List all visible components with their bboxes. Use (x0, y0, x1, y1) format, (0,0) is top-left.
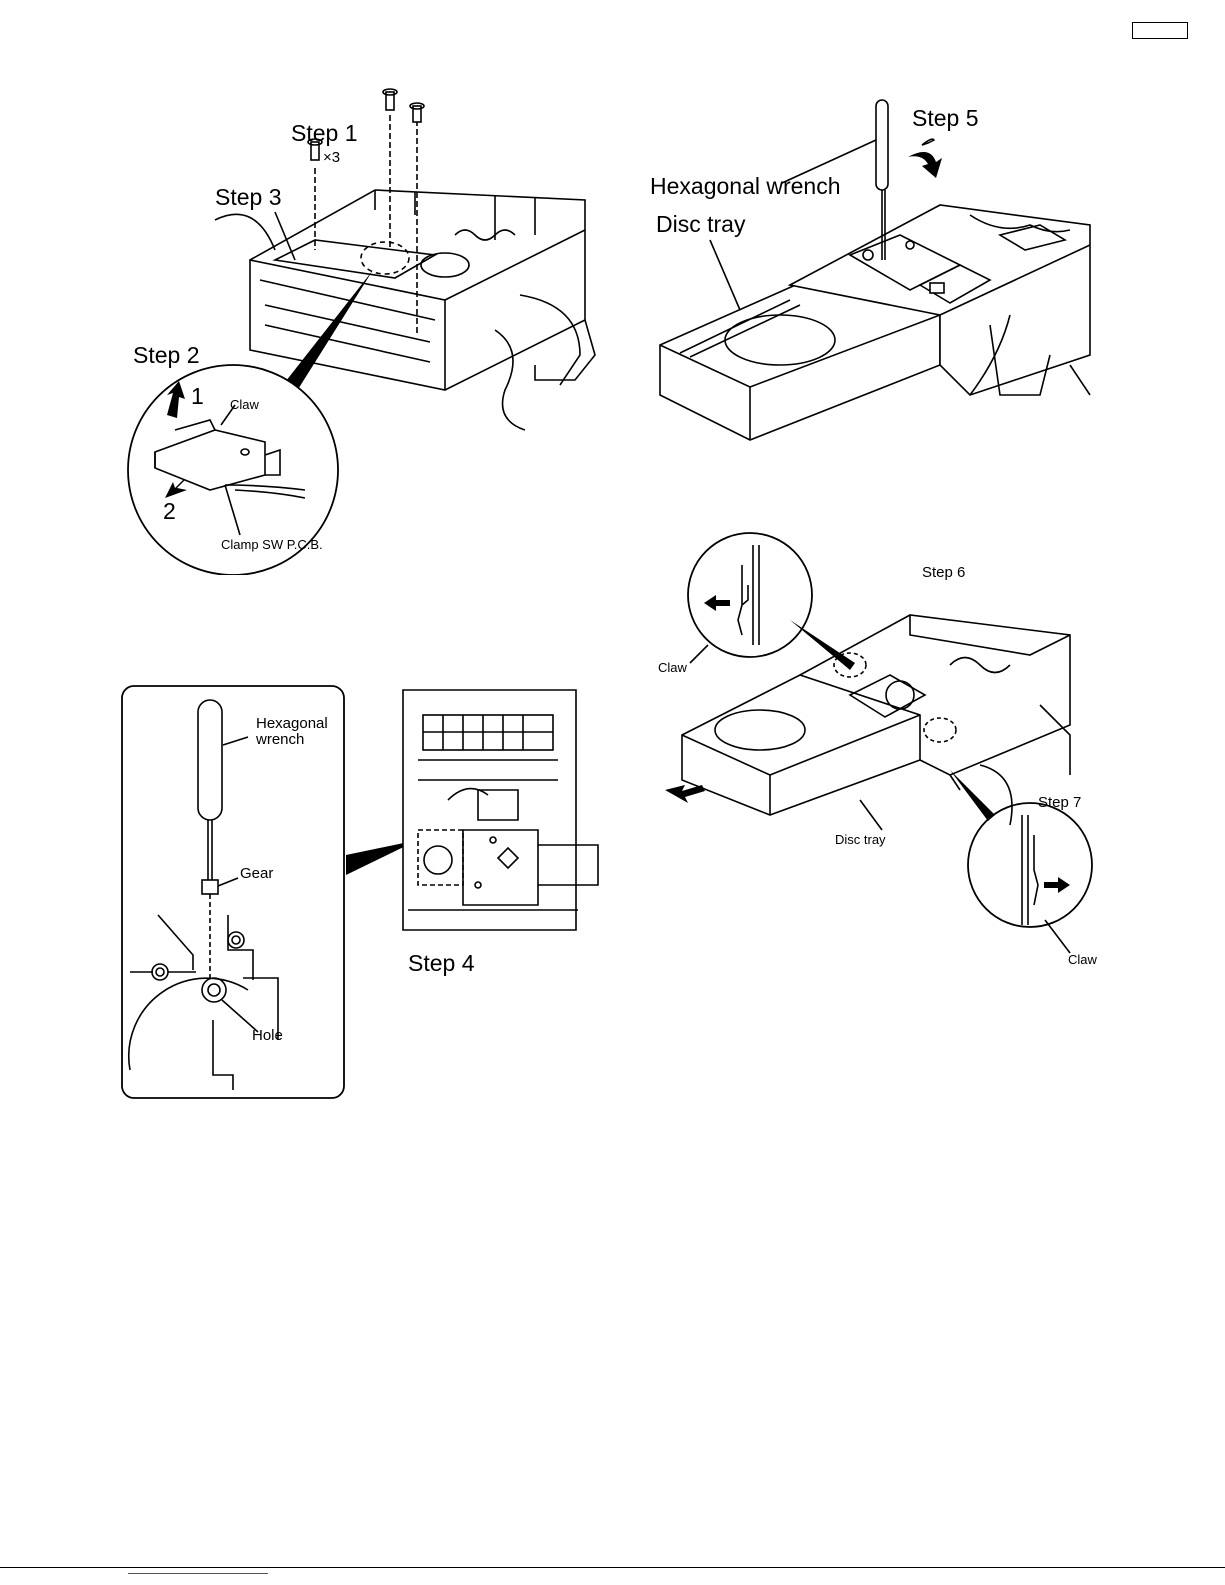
hex-wrench-line2-label: wrench (256, 732, 304, 747)
arrow-2-label: 2 (163, 500, 176, 523)
hex-wrench-line1-label: Hexagonal (256, 716, 328, 731)
mechanism-illustration-c (118, 680, 608, 1100)
claw-label: Claw (230, 398, 259, 411)
figure-steps-1-3: Step 1 ×3 Step 3 Step 2 1 2 Claw Clamp S… (115, 80, 605, 575)
step5-label: Step 5 (912, 107, 979, 130)
disc-tray-label-d: Disc tray (835, 833, 886, 846)
claw-left-label: Claw (658, 661, 687, 674)
page-number-box (1132, 22, 1188, 39)
step4-label: Step 4 (408, 952, 475, 975)
hole-label: Hole (252, 1028, 283, 1043)
step6-label: Step 6 (922, 565, 965, 580)
footer-link-underline[interactable] (128, 1573, 268, 1574)
figure-step-4: Hexagonal wrench Gear Hole Step 4 (118, 680, 608, 1100)
clamp-pcb-label: Clamp SW P.C.B. (221, 538, 323, 551)
mechanism-illustration-b (640, 95, 1120, 445)
step1-label: Step 1 (291, 122, 358, 145)
gear-label: Gear (240, 866, 273, 881)
figure-step-5: Step 5 Hexagonal wrench Disc tray (640, 95, 1120, 445)
step3-label: Step 3 (215, 186, 282, 209)
screw-count-label: ×3 (323, 150, 340, 165)
step7-label: Step 7 (1038, 795, 1081, 810)
mechanism-illustration-a (115, 80, 605, 575)
disc-tray-label: Disc tray (656, 213, 745, 236)
hex-wrench-label: Hexagonal wrench (650, 175, 841, 198)
step2-label: Step 2 (133, 344, 200, 367)
claw-right-label: Claw (1068, 953, 1097, 966)
mechanism-illustration-d (650, 525, 1110, 975)
arrow-1-label: 1 (191, 385, 204, 408)
footer-rule (0, 1567, 1225, 1568)
figure-steps-6-7: Step 6 Step 7 Claw Claw Disc tray (650, 525, 1110, 975)
